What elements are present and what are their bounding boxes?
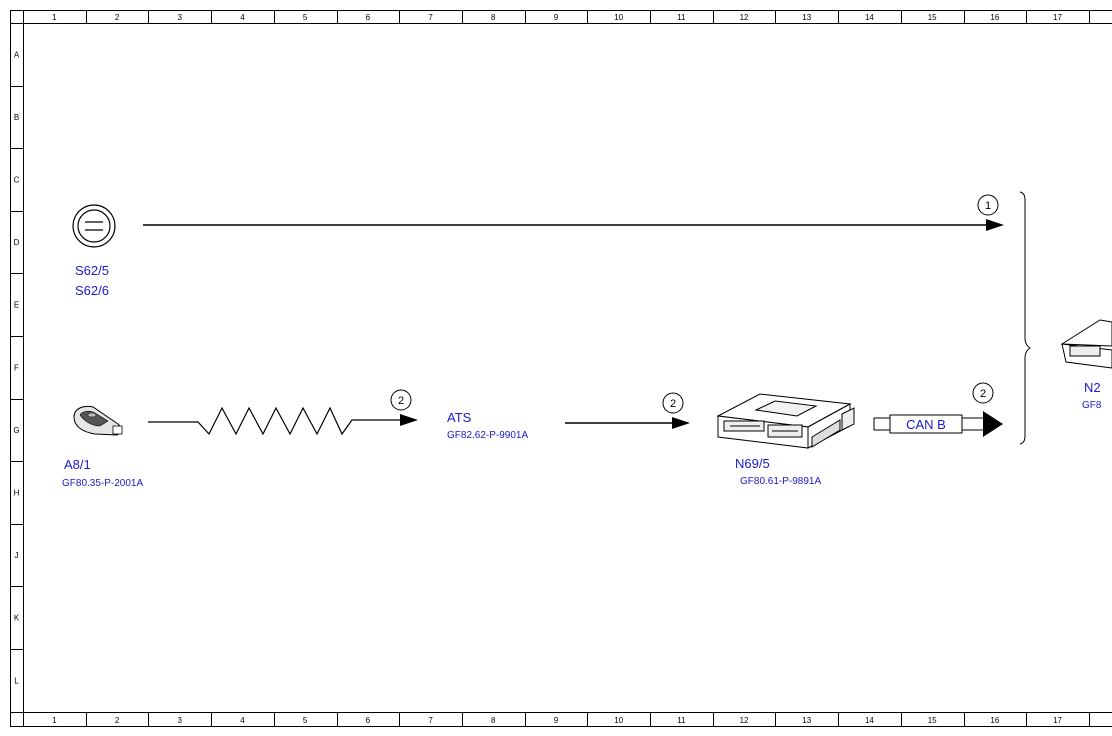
column-label: 14 (865, 13, 874, 22)
n695-label[interactable]: N69/5 (735, 456, 770, 471)
marker-circle-2b: 2 (662, 392, 684, 414)
row-label: E (14, 301, 19, 310)
column-label: 16 (990, 716, 999, 725)
svg-text:1: 1 (985, 200, 991, 212)
row-label: C (14, 176, 20, 185)
column-label: 9 (554, 716, 559, 725)
column-label: 6 (366, 716, 371, 725)
column-label: 8 (491, 716, 496, 725)
svg-text:2: 2 (980, 388, 986, 400)
column-label: 1 (52, 716, 57, 725)
ats-label[interactable]: ATS (447, 410, 472, 425)
column-label: 3 (178, 13, 183, 22)
column-ruler (23, 10, 1090, 727)
column-label: 13 (802, 13, 811, 22)
switch-icon[interactable] (72, 204, 116, 248)
column-label: 2 (115, 716, 120, 725)
column-label: 11 (677, 13, 686, 22)
row-label: D (14, 238, 20, 247)
n695-ref-link[interactable]: GF80.61-P-9891A (740, 476, 821, 487)
column-label: 12 (740, 716, 749, 725)
column-label: 2 (115, 13, 120, 22)
row-label: G (13, 426, 19, 435)
column-label: 8 (491, 13, 496, 22)
row-labels: A B C D E F G H J K L (13, 50, 19, 685)
ats-ref-link[interactable]: GF82.62-P-9901A (447, 430, 528, 441)
column-label: 13 (802, 716, 811, 725)
column-label: 4 (240, 716, 245, 725)
column-label: 4 (240, 13, 245, 22)
marker-circle-2a: 2 (390, 389, 412, 411)
n2-ref-link-partial[interactable]: GF8 (1082, 400, 1102, 411)
marker-circle-1: 1 (977, 194, 999, 216)
control-unit-icon-partial[interactable] (1060, 319, 1112, 369)
column-label: 7 (428, 13, 433, 22)
column-label: 1 (52, 13, 57, 22)
column-label: 3 (178, 716, 183, 725)
column-label: 17 (1053, 716, 1062, 725)
column-label: 5 (303, 716, 308, 725)
column-label: 12 (740, 13, 749, 22)
a81-ref-link[interactable]: GF80.35-P-2001A (62, 478, 143, 489)
column-label: 5 (303, 13, 308, 22)
key-fob-icon[interactable] (73, 405, 123, 436)
row-label: F (14, 363, 19, 372)
frame-border (10, 10, 1112, 727)
radio-signal-zigzag (148, 406, 404, 436)
column-label: 7 (428, 716, 433, 725)
row-label: H (14, 489, 20, 498)
row-label: K (14, 614, 20, 623)
column-label: 9 (554, 13, 559, 22)
row-label: B (14, 113, 19, 122)
can-b-label: CAN B (906, 417, 946, 432)
svg-text:2: 2 (670, 398, 676, 410)
signal-arrow-ats-n695 (565, 417, 690, 429)
column-label: 11 (677, 716, 686, 725)
s62-label-2[interactable]: S62/6 (75, 283, 109, 298)
column-label: 10 (614, 716, 623, 725)
column-label: 15 (928, 13, 937, 22)
arrow-head-ats (400, 414, 418, 426)
grouping-brace (1019, 191, 1031, 445)
row-label: A (14, 50, 20, 59)
n2-label-partial[interactable]: N2 (1084, 380, 1101, 395)
row-ruler (10, 23, 23, 713)
column-label: 16 (990, 13, 999, 22)
column-label: 15 (928, 716, 937, 725)
row-label: J (15, 551, 19, 560)
svg-text:2: 2 (398, 395, 404, 407)
signal-arrow-1 (143, 219, 1004, 231)
a81-label[interactable]: A8/1 (64, 457, 91, 472)
can-bus-arrow (873, 411, 1003, 437)
control-unit-icon[interactable] (716, 393, 855, 449)
marker-circle-2c: 2 (972, 382, 994, 404)
s62-label-1[interactable]: S62/5 (75, 263, 109, 278)
column-label: 10 (614, 13, 623, 22)
column-label: 14 (865, 716, 874, 725)
column-label: 17 (1053, 13, 1062, 22)
column-label: 6 (366, 13, 371, 22)
row-label: L (14, 676, 19, 685)
